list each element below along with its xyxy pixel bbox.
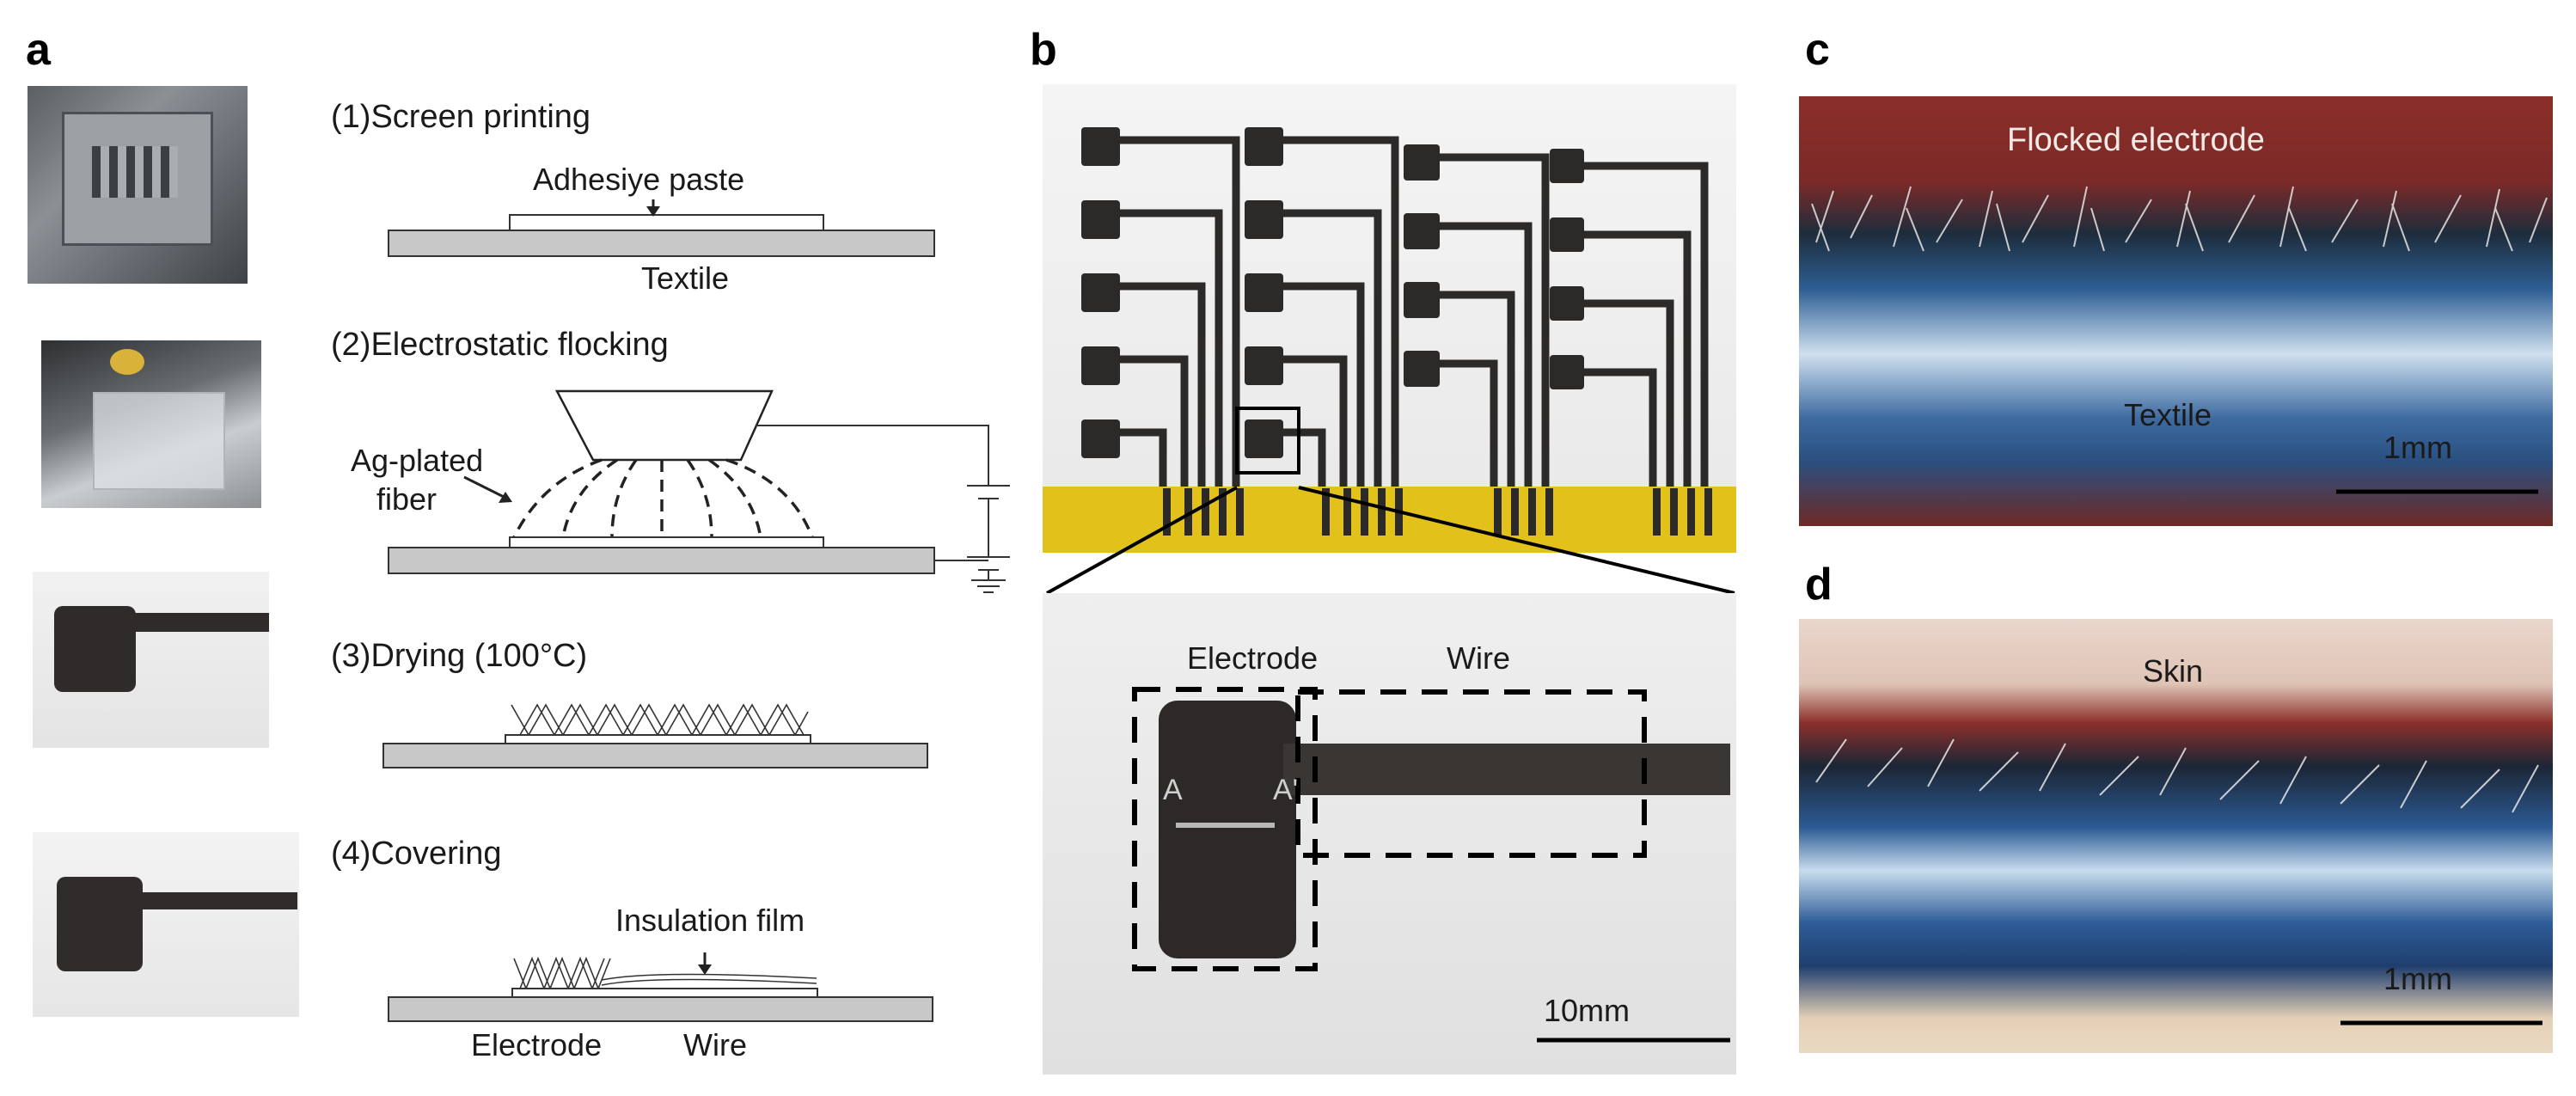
photo-electrode-closeup: Electrode Wire A A' 10mm [1043,593,1736,1075]
ag-plated-label: Ag-plated [351,443,484,478]
step-1-title: (1)Screen printing [331,99,591,135]
electrode-label-a: Electrode [471,1027,603,1062]
panel-label-c: c [1805,25,1830,75]
adhesive-paste-label: Adhesiye paste [533,162,745,197]
photo-electrostatic-flocking [41,340,261,508]
wire-label-b: Wire [1447,640,1510,676]
closeup-wire [1283,744,1730,795]
scale-bar-label-b: 10mm [1544,993,1631,1028]
photo-skin-contact-cross-section: Skin 1mm [1799,619,2553,1053]
scale-bar-label-c: 1mm [2383,430,2452,465]
flocked-electrode-label: Flocked electrode [2007,122,2265,158]
step-4-title: (4)Covering [331,836,502,872]
photo-electrode-array [1043,84,1736,553]
photo-dried-electrode [33,572,269,748]
panel-label-d: d [1805,560,1833,609]
textile-label-c: Textile [2124,397,2212,432]
photo-covered-electrode [33,832,299,1017]
panel-label-b: b [1030,25,1057,75]
step-2-title: (2)Electrostatic flocking [331,327,669,363]
panel-label-a: a [26,25,51,75]
electrode-label-b: Electrode [1187,640,1319,676]
photo-screen-printing [28,86,248,284]
fiber-label: fiber [376,481,437,517]
wire-label-a: Wire [683,1027,747,1062]
skin-label: Skin [2143,653,2204,689]
scale-bar-label-d: 1mm [2383,961,2452,996]
photo-flocked-cross-section: Flocked electrode Textile 1mm [1799,96,2553,526]
step-3-title: (3)Drying (100°C) [331,638,588,674]
insulation-film-label: Insulation film [615,903,805,938]
section-end-label: A' [1273,774,1299,806]
section-start-label: A [1163,774,1183,806]
textile-label: Textile [641,260,730,296]
closeup-electrode-pad [1159,701,1296,958]
